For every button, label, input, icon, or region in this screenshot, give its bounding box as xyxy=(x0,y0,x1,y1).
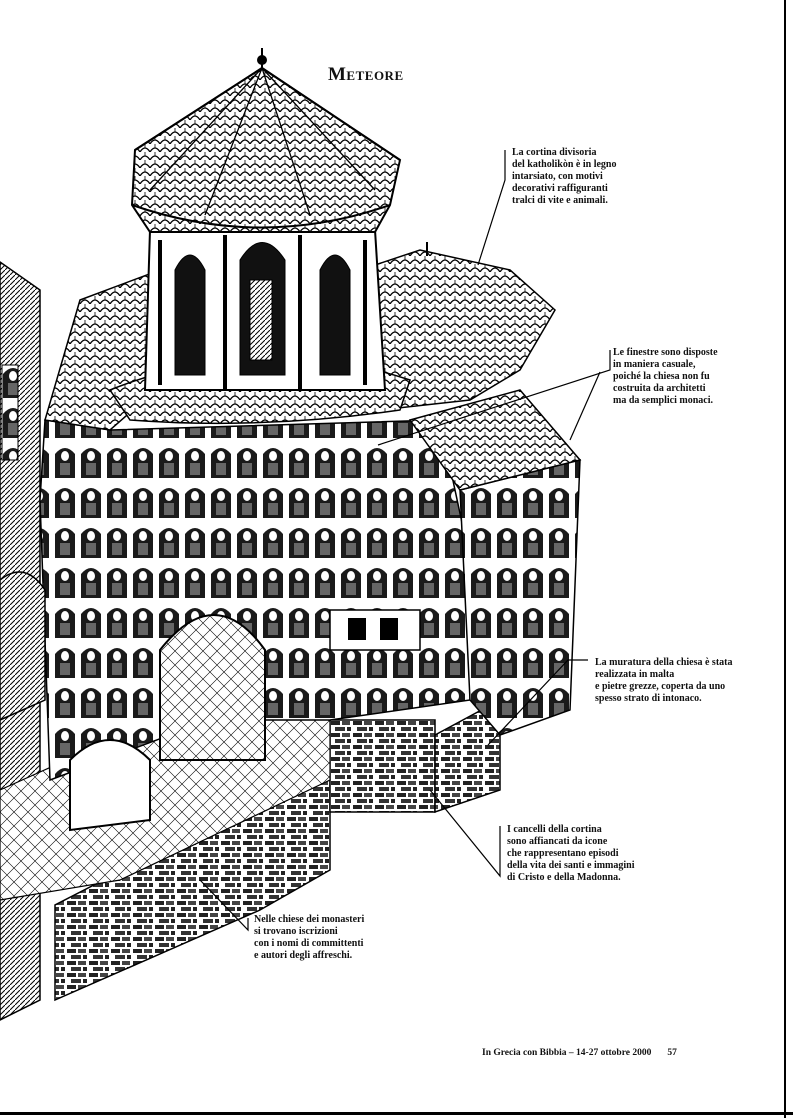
caption-chiese: Nelle chiese dei monasteri si trovano is… xyxy=(254,914,365,961)
footer-text: In Grecia con Bibbia – 14-27 ottobre 200… xyxy=(482,1048,652,1058)
page-footer: In Grecia con Bibbia – 14-27 ottobre 200… xyxy=(482,1048,677,1058)
caption-cancelli: I cancelli della cortina sono affiancati… xyxy=(507,824,635,883)
page-edge-right xyxy=(784,0,786,1118)
caption-cortina: La cortina divisoria del katholikòn è in… xyxy=(512,147,617,206)
page-title: Meteore xyxy=(328,64,404,85)
page-edge-bottom xyxy=(0,1112,793,1115)
caption-finestre: Le finestre sono disposte in maniera cas… xyxy=(613,347,718,406)
caption-muratura: La muratura della chiesa è stata realizz… xyxy=(595,657,733,704)
page-number: 57 xyxy=(667,1048,677,1058)
